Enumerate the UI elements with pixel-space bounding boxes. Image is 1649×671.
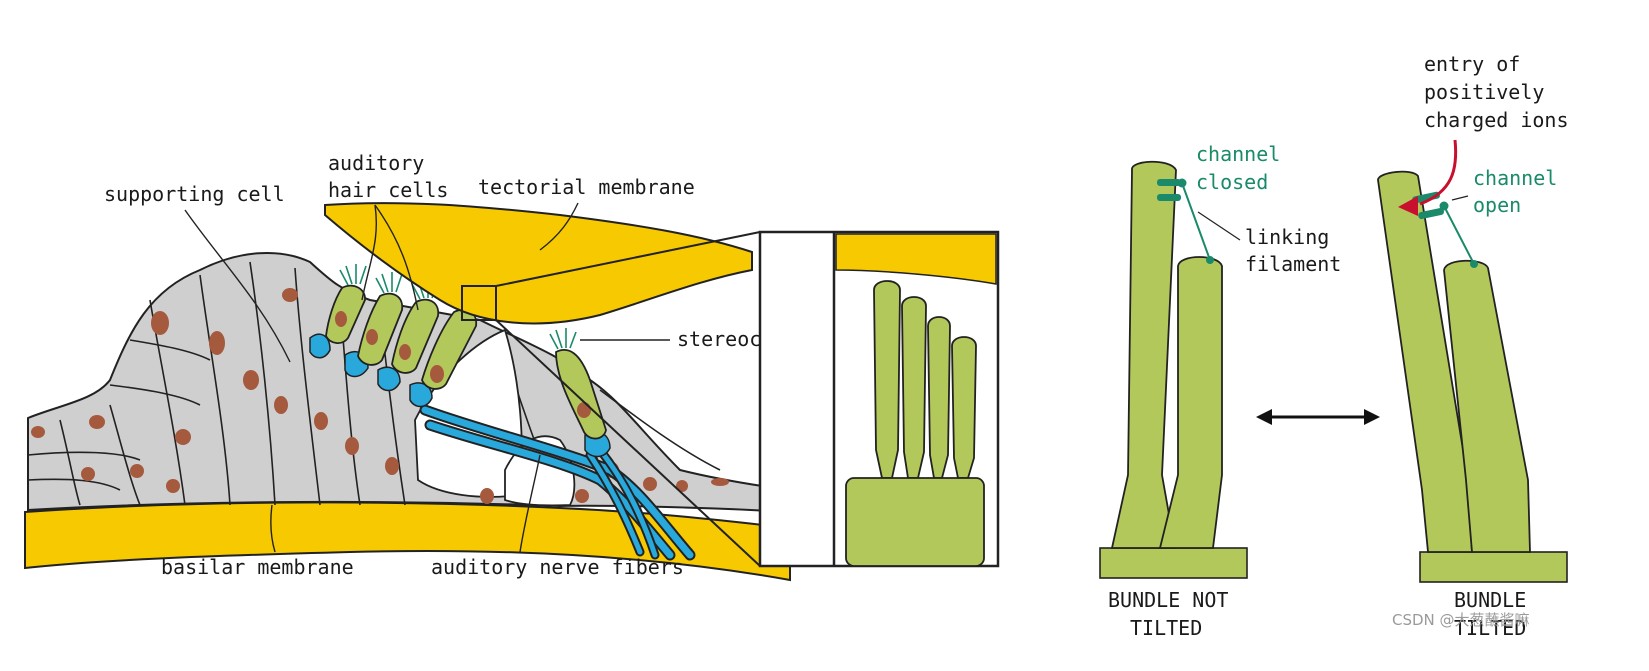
stereocilia-inset bbox=[760, 232, 998, 566]
label-auditory-hair-cells-line1: auditory bbox=[328, 151, 424, 175]
linking-filament-left bbox=[1182, 183, 1210, 260]
label-supporting-cell: supporting cell bbox=[104, 182, 285, 206]
tall-stereocilium-left bbox=[1112, 162, 1176, 548]
label-entry-ions-line2: positively bbox=[1424, 80, 1544, 104]
linking-filament-right bbox=[1444, 206, 1474, 264]
caption-bundle-not-tilted-line2: TILTED bbox=[1130, 616, 1202, 640]
caption-bundle-not-tilted-line1: BUNDLE NOT bbox=[1108, 588, 1228, 612]
label-auditory-nerve-fibers: auditory nerve fibers bbox=[431, 555, 684, 579]
watermark-text: CSDN @大葱蘸酱嘛 bbox=[1392, 611, 1530, 629]
reversible-arrow bbox=[1256, 409, 1380, 425]
bundle-not-tilted bbox=[1100, 162, 1247, 578]
label-linking-filament-line2: filament bbox=[1245, 252, 1341, 276]
label-linking-filament-line1: linking bbox=[1245, 225, 1329, 249]
label-basilar-membrane: basilar membrane bbox=[161, 555, 354, 579]
caption-bundle-tilted-line1: BUNDLE bbox=[1454, 588, 1526, 612]
organ-of-corti-section: supporting cell auditory hair cells tect… bbox=[25, 151, 809, 580]
label-channel-closed-line1: channel bbox=[1196, 142, 1280, 166]
label-channel-closed-line2: closed bbox=[1196, 170, 1268, 194]
base-right bbox=[1420, 552, 1567, 582]
label-channel-open-line1: channel bbox=[1473, 166, 1557, 190]
label-entry-ions-line3: charged ions bbox=[1424, 108, 1569, 132]
label-entry-ions-line1: entry of bbox=[1424, 52, 1520, 76]
label-channel-open-line2: open bbox=[1473, 193, 1521, 217]
label-tectorial-membrane: tectorial membrane bbox=[478, 175, 695, 199]
label-auditory-hair-cells-line2: hair cells bbox=[328, 178, 448, 202]
base-left bbox=[1100, 548, 1247, 578]
